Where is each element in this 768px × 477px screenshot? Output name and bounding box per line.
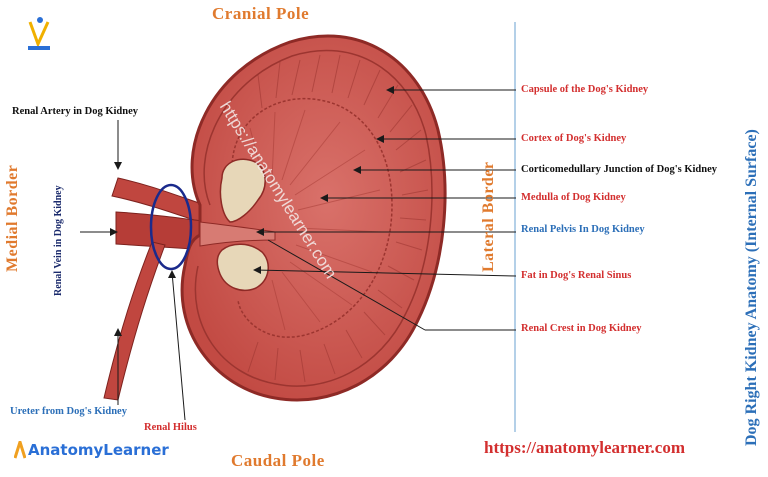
label-renal-vein: Renal Vein in Dog Kidney [53, 185, 64, 296]
label-renal-hilus: Renal Hilus [144, 422, 197, 433]
renal-vessels [103, 177, 211, 401]
medial-border-label: Medial Border [4, 164, 21, 272]
side-title: Dog Right Kidney Anatomy (Internal Surfa… [743, 129, 760, 446]
brand-logo-icon [13, 436, 27, 459]
kidney-outline [180, 34, 447, 402]
medulla-lines [249, 109, 383, 331]
label-cortex: Cortex of Dog's Kidney [521, 133, 627, 144]
lateral-border-label: Lateral Border [480, 161, 497, 272]
renal-sinus-fat-lower [216, 243, 269, 292]
renal-pelvis [199, 221, 276, 247]
renal-sinus-fat-upper [219, 158, 266, 223]
label-capsule: Capsule of the Dog's Kidney [521, 84, 649, 95]
label-renal-pelvis: Renal Pelvis In Dog Kidney [521, 224, 645, 235]
label-renal-sinus-fat: Fat in Dog's Renal Sinus [521, 270, 632, 281]
pointer-heads [110, 86, 394, 336]
corticomedullary-junction [231, 98, 393, 338]
label-renal-crest: Renal Crest in Dog Kidney [521, 323, 642, 334]
renal-hilus-circle [149, 183, 193, 271]
corner-logo-mark [26, 17, 52, 56]
brand-logo: AnatomyLearner [13, 436, 169, 459]
caudal-pole-label: Caudal Pole [231, 451, 325, 470]
label-medulla: Medulla of Dog Kidney [521, 192, 626, 203]
footer-url[interactable]: https://anatomylearner.com [484, 438, 685, 457]
label-renal-artery: Renal Artery in Dog Kidney [12, 106, 138, 117]
label-ureter: Ureter from Dog's Kidney [10, 406, 127, 417]
label-corticomedullary: Corticomedullary Junction of Dog's Kidne… [521, 164, 717, 175]
pointer-lines [80, 89, 517, 421]
brand-logo-text: AnatomyLearner [28, 441, 169, 459]
ureter-vessel [103, 241, 166, 401]
cranial-pole-label: Cranial Pole [212, 4, 310, 23]
capsule-line [194, 49, 433, 387]
